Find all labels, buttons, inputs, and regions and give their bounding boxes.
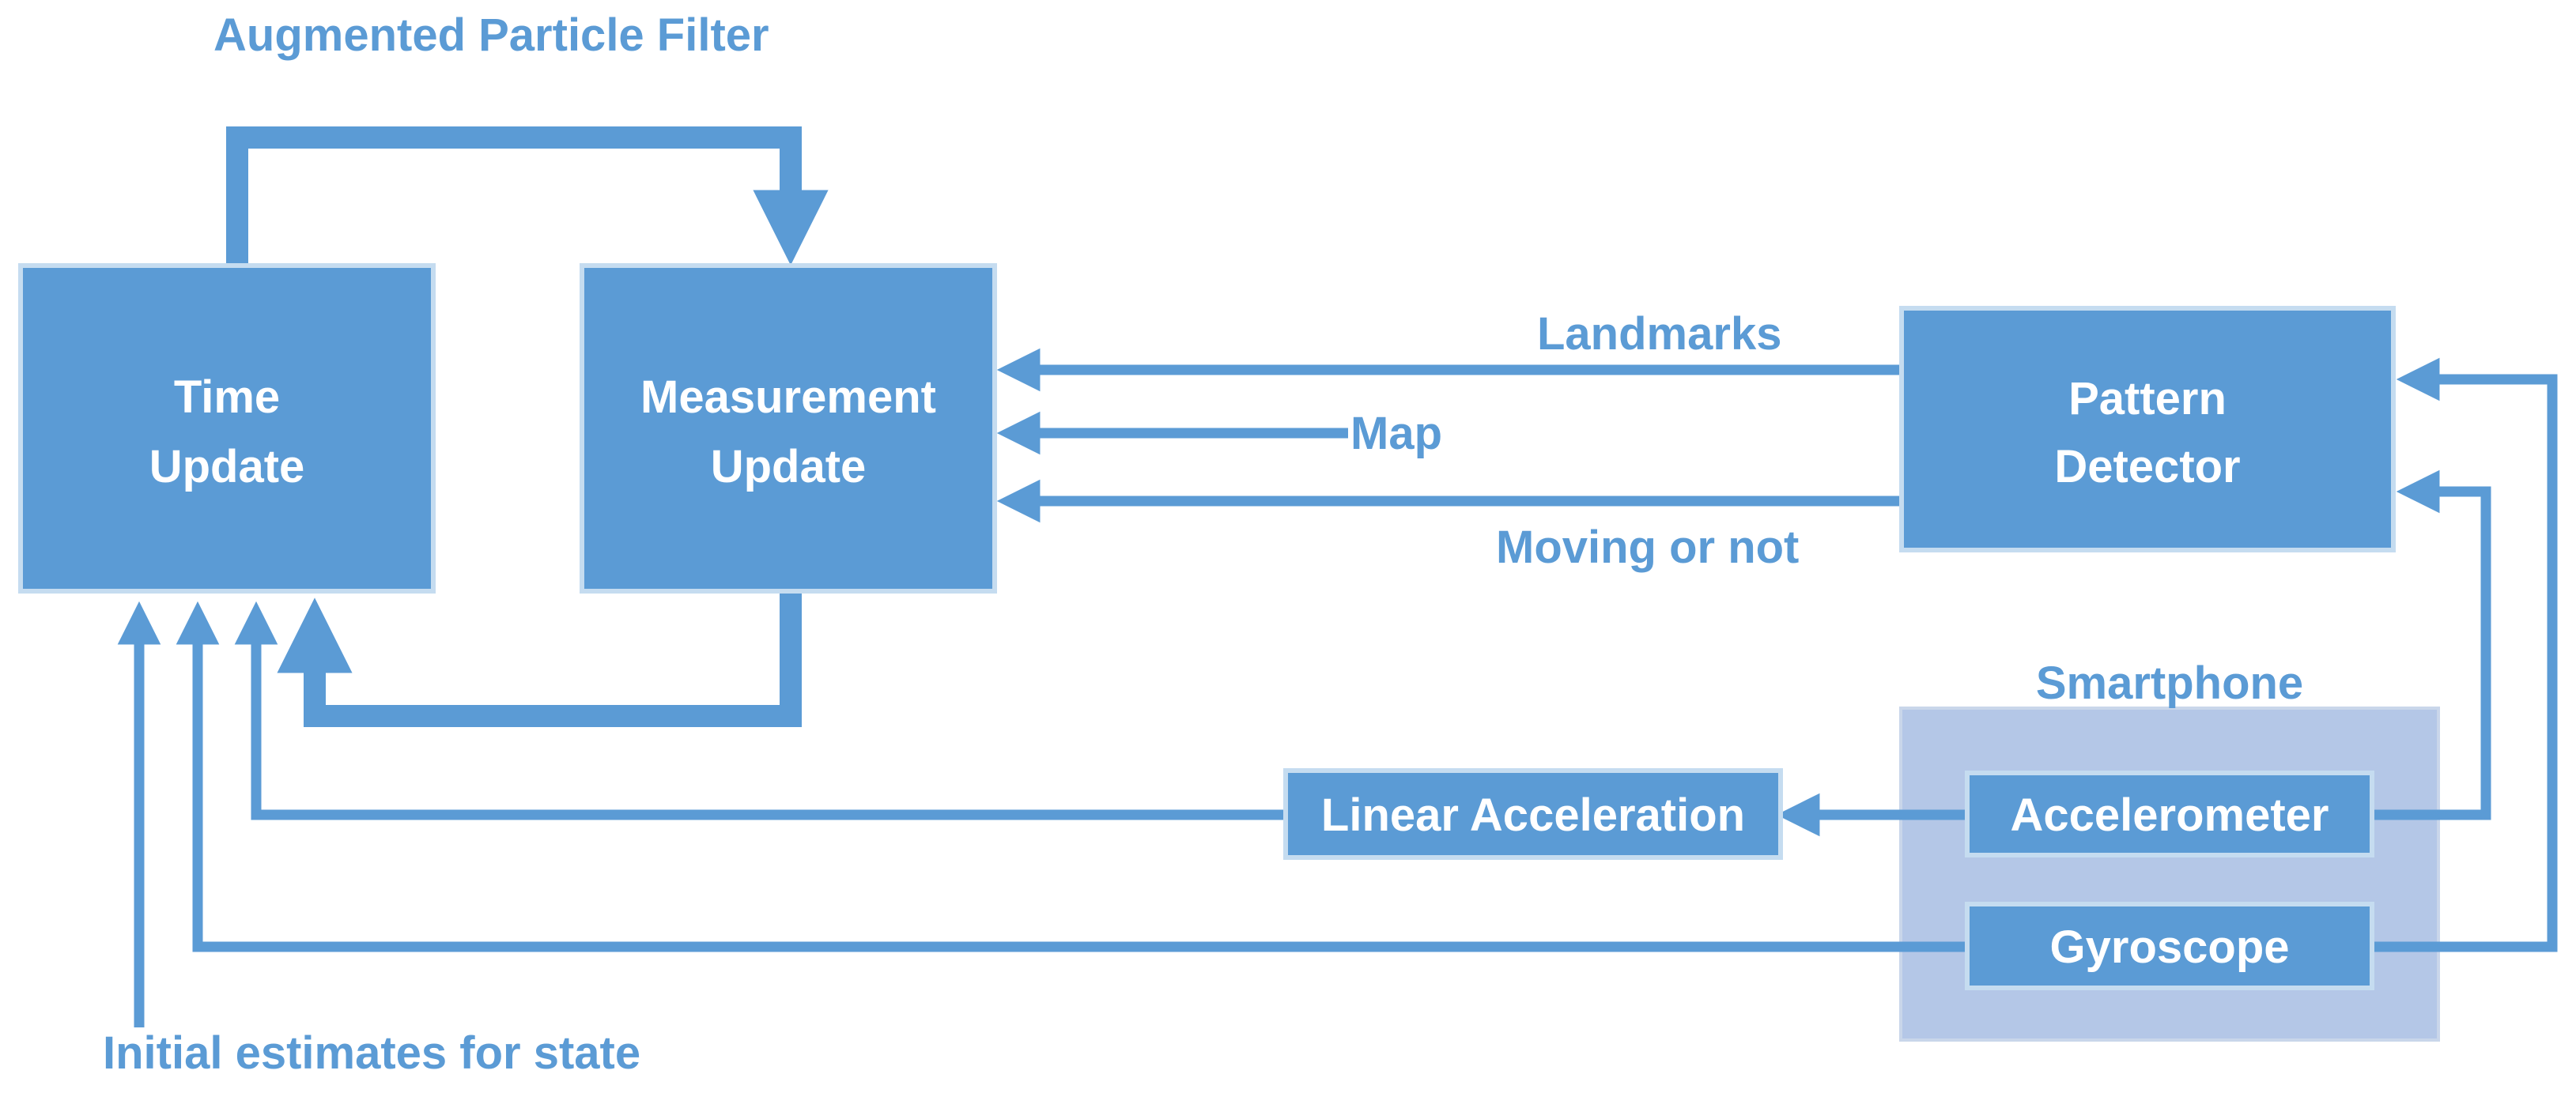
- gyroscope-block: Gyroscope: [1965, 902, 2374, 990]
- arrow-gyroscope-to-pattern: [2372, 357, 2558, 952]
- diagram-title: Augmented Particle Filter: [213, 9, 769, 61]
- accelerometer-block: Accelerometer: [1965, 771, 2374, 857]
- pattern-detector-line1: Pattern: [2068, 373, 2227, 424]
- arrow-linear-to-time: [234, 601, 1286, 820]
- accelerometer-label: Accelerometer: [2011, 790, 2329, 841]
- time-update-line2: Update: [149, 441, 305, 492]
- landmarks-label: Landmarks: [1537, 308, 1781, 360]
- pattern-detector-block: Pattern Detector: [1899, 306, 2396, 552]
- map-label: Map: [1350, 408, 1442, 459]
- time-update-line1: Time: [174, 371, 280, 423]
- measurement-update-block: Measurement Update: [580, 263, 997, 594]
- linear-acceleration-label: Linear Acceleration: [1321, 790, 1745, 841]
- linear-acceleration-block: Linear Acceleration: [1283, 768, 1783, 860]
- arrow-gyroscope-to-time: [176, 601, 1967, 952]
- time-update-block: Time Update: [18, 263, 436, 594]
- moving-or-not-label: Moving or not: [1496, 522, 1799, 573]
- arrow-measurement-to-time: [277, 591, 802, 727]
- pattern-detector-line2: Detector: [2054, 441, 2240, 492]
- gyroscope-label: Gyroscope: [2050, 922, 2290, 973]
- arrow-time-to-measurement: [226, 126, 829, 266]
- arrow-accelerometer-to-pattern: [2372, 469, 2491, 820]
- smartphone-label: Smartphone: [2036, 658, 2303, 709]
- initial-estimates-label: Initial estimates for state: [103, 1027, 640, 1079]
- measurement-update-line2: Update: [711, 441, 867, 492]
- measurement-update-line1: Measurement: [640, 371, 936, 423]
